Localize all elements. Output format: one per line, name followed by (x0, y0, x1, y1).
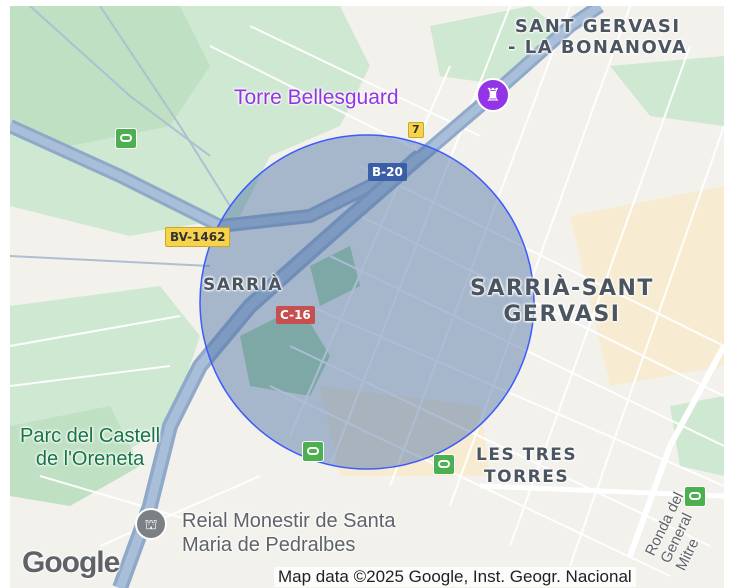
map-canvas[interactable]: SANT GERVASI - LA BONANOVA SARRIÀ SARRIÀ… (10, 6, 724, 588)
bus-stop-icon[interactable] (302, 441, 324, 462)
label-sant-gervasi-line1: SANT GERVASI (514, 16, 681, 37)
label-les-tres-line2: TORRES (484, 467, 570, 487)
label-sant-gervasi: SANT GERVASI - LA BONANOVA (508, 16, 687, 58)
map-base-layer (10, 6, 724, 588)
google-logo: Google (22, 546, 120, 579)
label-parc-line2: de l'Oreneta (35, 448, 145, 470)
shield-7: 7 (408, 122, 424, 138)
monastery-icon[interactable]: ⛫ (135, 508, 167, 540)
tower-icon[interactable]: ♜ (476, 78, 510, 112)
label-parc-castell[interactable]: Parc del Castell de l'Oreneta (20, 425, 160, 471)
label-les-tres-line1: LES TRES (476, 445, 578, 465)
label-sarria: SARRIÀ (203, 275, 284, 295)
label-sarria-sant-line2: GERVASI (503, 302, 621, 327)
shield-c16: C-16 (276, 306, 315, 324)
label-les-tres-torres: LES TRES TORRES (476, 444, 577, 488)
label-sarria-sant-line1: SARRIÀ-SANT (470, 276, 654, 301)
label-reial-line2: Maria de Pedralbes (182, 534, 356, 556)
bus-stop-icon[interactable] (433, 454, 455, 475)
label-torre-bellesguard[interactable]: Torre Bellesguard (234, 86, 399, 109)
shield-b20: B-20 (368, 163, 407, 181)
label-reial-line1: Reial Monestir de Santa (182, 510, 396, 532)
radius-circle[interactable] (199, 134, 535, 470)
bus-stop-icon[interactable] (684, 486, 706, 507)
label-parc-line1: Parc del Castell (20, 425, 161, 447)
bus-stop-icon[interactable] (115, 128, 137, 149)
label-sarria-sant-gervasi: SARRIÀ-SANT GERVASI (470, 276, 654, 328)
shield-bv1462: BV-1462 (165, 227, 231, 247)
label-sant-gervasi-line2: - LA BONANOVA (508, 37, 688, 58)
label-reial-monestir[interactable]: Reial Monestir de Santa Maria de Pedralb… (182, 509, 395, 557)
map-attribution[interactable]: Map data ©2025 Google, Inst. Geogr. Naci… (274, 567, 636, 587)
